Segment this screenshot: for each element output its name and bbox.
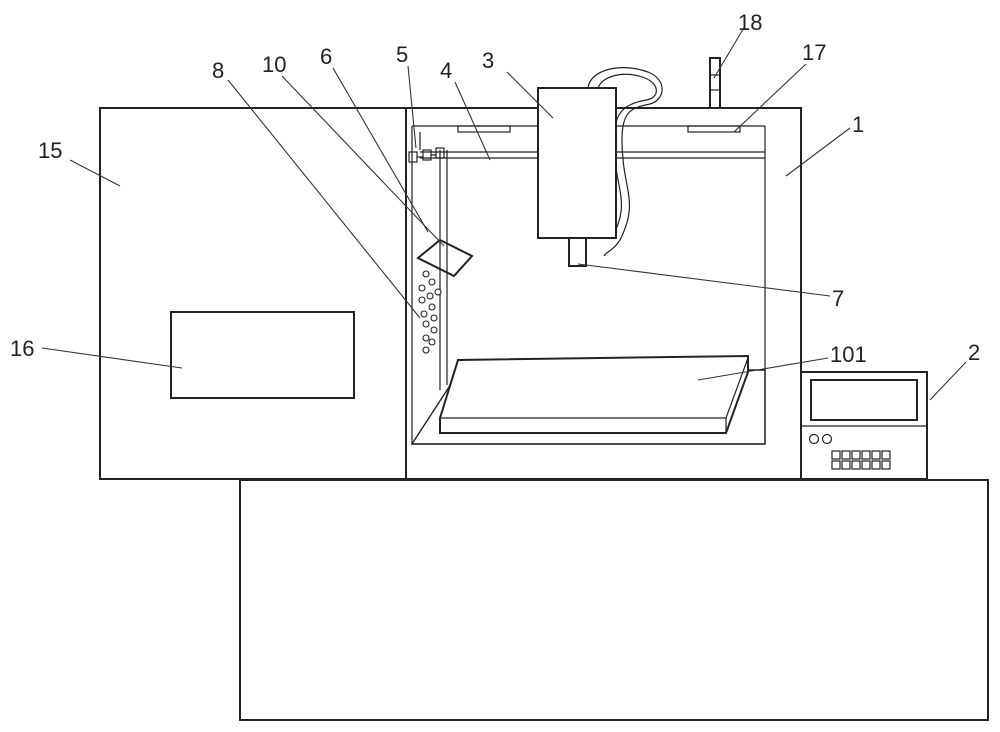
hole-array (418, 270, 442, 354)
reference-labels: 1 2 3 4 5 6 7 8 10 15 16 17 18 101 (10, 10, 980, 367)
control-knob-1 (808, 433, 820, 445)
label-6: 6 (320, 44, 332, 69)
label-16: 16 (10, 336, 34, 361)
leader-lines (41, 25, 967, 401)
label-3: 3 (482, 48, 494, 73)
label-101: 101 (830, 342, 867, 367)
label-1: 1 (852, 112, 864, 137)
build-platform (410, 354, 766, 445)
control-knob-2 (821, 433, 833, 445)
control-unit (800, 371, 928, 480)
supply-hose (587, 67, 663, 257)
antenna (709, 57, 721, 109)
label-17: 17 (802, 40, 826, 65)
beam-connector (408, 132, 445, 163)
label-7: 7 (832, 286, 844, 311)
enclosure-window (170, 311, 355, 399)
label-8: 8 (212, 58, 224, 83)
label-4: 4 (440, 58, 452, 83)
label-5: 5 (396, 42, 408, 67)
control-screen (810, 379, 918, 421)
side-enclosure (99, 107, 407, 480)
label-10: 10 (262, 52, 286, 77)
top-slot-left (457, 125, 511, 133)
control-buttons (831, 450, 891, 470)
label-18: 18 (738, 10, 762, 35)
label-2: 2 (968, 340, 980, 365)
tilted-plate (416, 238, 474, 278)
base-cabinet (239, 479, 989, 721)
top-slot-right (687, 125, 741, 133)
label-15: 15 (38, 138, 62, 163)
print-head (537, 87, 617, 239)
nozzle (568, 237, 587, 267)
